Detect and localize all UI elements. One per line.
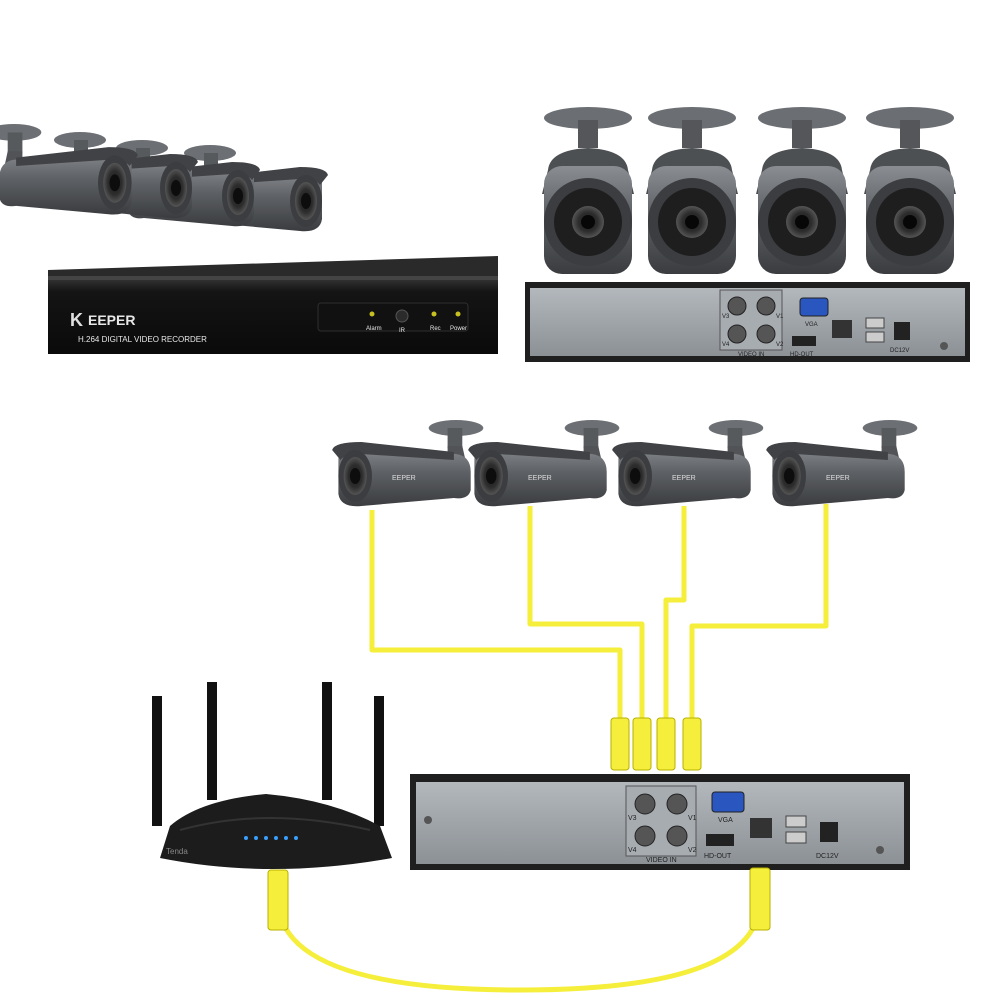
indicator-rec: Rec [430, 326, 441, 332]
bnc-plugs [610, 717, 702, 771]
dvr-front-model-text: H.264 DIGITAL VIDEO RECORDER [78, 335, 207, 344]
usb-port-icon [865, 317, 885, 329]
hdmi-port-icon [792, 336, 816, 346]
camera-row-2-brand: EEPER [528, 475, 552, 482]
bottom-v4-label: V4 [628, 847, 637, 854]
bnc-v3-icon [727, 296, 747, 316]
antenna-icon [322, 682, 332, 800]
bnc-v1-icon [666, 793, 688, 815]
top-v1-label: V1 [776, 314, 784, 320]
camera-row-1-brand: EEPER [392, 475, 416, 482]
camera-row-3 [612, 420, 764, 507]
screw-icon [940, 342, 948, 350]
bottom-hdmi-label: HD-OUT [704, 853, 732, 860]
bottom-v3-label: V3 [628, 815, 637, 822]
antenna-icon [374, 696, 384, 826]
lan-port-icon [832, 320, 852, 338]
front-camera-4 [864, 107, 956, 274]
bnc-v2-icon [666, 825, 688, 847]
usb-port-icon [785, 815, 807, 828]
bnc-plug-icon [632, 717, 652, 771]
hdmi-port-icon [706, 834, 734, 846]
bottom-v1-label: V1 [688, 815, 697, 822]
k-logo-icon: K [70, 310, 83, 330]
vga-port-icon [711, 791, 745, 813]
cable-1 [369, 510, 623, 720]
router: Tenda [152, 682, 392, 869]
rear-panel-bottom: V3 V1 V4 V2 VIDEO IN VGA HD-OUT DC12V [410, 774, 910, 870]
rear-kit-group: V3 V1 V4 V2 VIDEO IN VGA HD-OUT DC12V [525, 107, 970, 362]
camera-row: EEPER EEPER EEPER EEPER [332, 420, 918, 507]
bnc-v3-icon [634, 793, 656, 815]
top-vga-label: VGA [805, 322, 818, 328]
cable-4 [689, 504, 829, 720]
usb-port-icon [785, 831, 807, 844]
router-leds [244, 836, 298, 840]
lan-port-icon [750, 818, 772, 838]
bottom-v2-label: V2 [688, 847, 697, 854]
bnc-plug-icon [656, 717, 676, 771]
front-camera-3 [756, 107, 848, 274]
top-v3-label: V3 [722, 314, 730, 320]
ethernet-cable [267, 867, 771, 993]
front-camera-1 [542, 107, 634, 274]
top-hdmi-label: HD-OUT [790, 352, 814, 358]
cable-2 [527, 506, 645, 720]
bottom-dc-label: DC12V [816, 853, 839, 860]
screw-icon [424, 816, 432, 824]
ir-sensor-icon [395, 309, 409, 323]
alarm-led-icon [369, 311, 375, 317]
front-camera-2 [646, 107, 738, 274]
dvr-front: EEPER K H.264 DIGITAL VIDEO RECORDER Ala… [48, 256, 498, 354]
rear-panel-top: V3 V1 V4 V2 VIDEO IN VGA HD-OUT DC12V [525, 282, 970, 362]
bottom-video-in-label: VIDEO IN [646, 857, 677, 864]
screw-icon [876, 846, 884, 854]
camera-row-4-brand: EEPER [826, 475, 850, 482]
camera-row-3-brand: EEPER [672, 475, 696, 482]
indicator-ir: IR [399, 328, 406, 334]
dc-power-icon [820, 822, 838, 842]
bnc-plug-icon [610, 717, 630, 771]
front-kit-group: EEPER K H.264 DIGITAL VIDEO RECORDER Ala… [0, 124, 498, 354]
vga-port-icon [799, 297, 829, 317]
antenna-icon [207, 682, 217, 800]
bnc-plug-icon [682, 717, 702, 771]
top-v4-label: V4 [722, 342, 730, 348]
camera-row-1 [332, 420, 484, 507]
indicator-power: Power [450, 326, 467, 332]
rj45-plug-icon [749, 867, 771, 931]
bnc-v4-icon [727, 324, 747, 344]
bnc-v1-icon [756, 296, 776, 316]
power-led-icon [455, 311, 461, 317]
cable-3 [663, 506, 687, 720]
bnc-v2-icon [756, 324, 776, 344]
usb-port-icon [865, 331, 885, 343]
rec-led-icon [431, 311, 437, 317]
dc-power-icon [894, 322, 910, 340]
top-v2-label: V2 [776, 342, 784, 348]
coax-cables [369, 504, 829, 720]
antenna-icon [152, 696, 162, 826]
indicator-alarm: Alarm [366, 326, 382, 332]
camera-row-2 [468, 420, 620, 507]
bnc-v4-icon [634, 825, 656, 847]
router-brand: Tenda [166, 847, 188, 856]
top-video-in-label: VIDEO IN [738, 352, 764, 358]
bottom-vga-label: VGA [718, 817, 733, 824]
rj45-plug-icon [267, 869, 289, 931]
top-dc-label: DC12V [890, 348, 909, 354]
camera-row-4 [766, 420, 918, 507]
dvr-front-brand: EEPER [88, 312, 135, 328]
